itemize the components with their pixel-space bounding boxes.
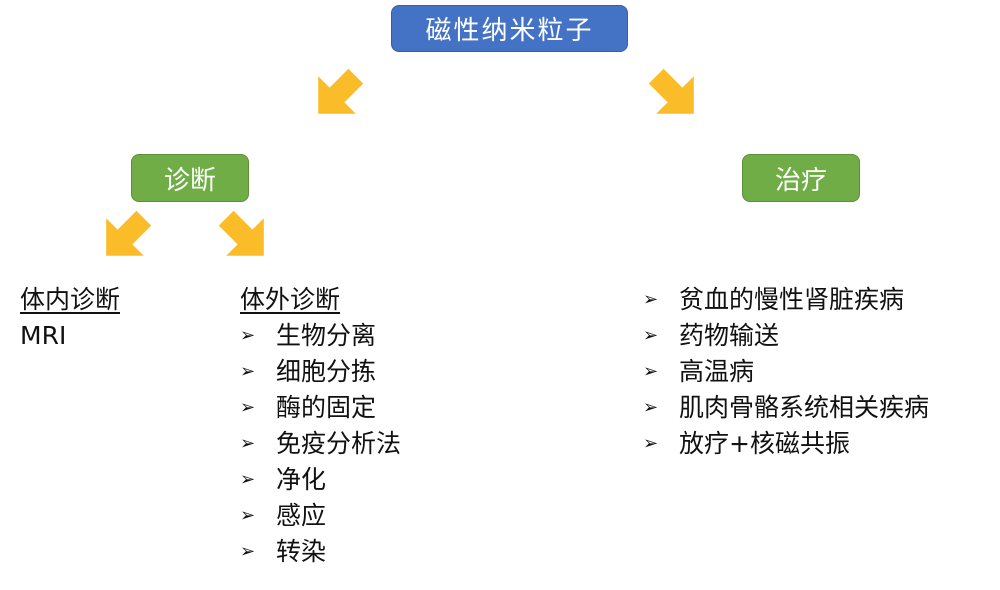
- arrow-bullet-icon: ➢: [240, 469, 256, 490]
- in-vivo-item: MRI: [20, 321, 67, 350]
- arrow-bullet-icon: ➢: [240, 361, 256, 382]
- list-item-label: 酶的固定: [276, 393, 377, 422]
- list-item: ➢ 转染: [240, 534, 401, 570]
- list-item: ➢ 净化: [240, 462, 401, 498]
- arrow-bullet-icon: ➢: [643, 325, 659, 346]
- list-item: ➢ 放疗+核磁共振: [643, 426, 929, 462]
- arrow-bullet-icon: ➢: [240, 325, 256, 346]
- list-item: ➢ 高温病: [643, 354, 929, 390]
- treatment-list: ➢ 贫血的慢性肾脏疾病 ➢ 药物输送 ➢ 高温病 ➢ 肌肉骨骼系统相关疾病 ➢ 放疗+核磁共振: [643, 282, 929, 462]
- list-item: ➢ 免疫分析法: [240, 426, 401, 462]
- arrow-bullet-icon: ➢: [643, 397, 659, 418]
- in-vitro-title: 体外诊断: [240, 285, 341, 314]
- treatment-node: 治疗: [742, 154, 860, 202]
- arrow-bullet-icon: ➢: [643, 433, 659, 454]
- in-vivo-section: 体内诊断 MRI: [20, 282, 120, 354]
- arrow-bullet-icon: ➢: [240, 397, 256, 418]
- list-item-label: 免疫分析法: [276, 429, 402, 458]
- list-item-label: 贫血的慢性肾脏疾病: [679, 285, 905, 314]
- list-item-label: 肌肉骨骼系统相关疾病: [679, 393, 930, 422]
- arrow-bullet-icon: ➢: [643, 361, 659, 382]
- list-item: ➢ 细胞分拣: [240, 354, 401, 390]
- diagnosis-node: 诊断: [131, 154, 249, 202]
- list-item: ➢ 酶的固定: [240, 390, 401, 426]
- list-item-label: 生物分离: [276, 321, 377, 350]
- list-item-label: 药物输送: [679, 321, 780, 350]
- list-item-label: 高温病: [679, 357, 755, 386]
- list-item-label: 感应: [276, 501, 327, 530]
- list-item-label: 转染: [276, 537, 327, 566]
- list-item-label: 放疗+核磁共振: [679, 429, 850, 458]
- arrow-down-left-icon: [106, 210, 152, 256]
- arrow-bullet-icon: ➢: [240, 541, 256, 562]
- list-item: ➢ 贫血的慢性肾脏疾病: [643, 282, 929, 318]
- arrow-bullet-icon: ➢: [643, 289, 659, 310]
- arrow-bullet-icon: ➢: [240, 433, 256, 454]
- arrow-down-right-icon: [218, 210, 264, 256]
- arrow-down-right-icon: [648, 68, 694, 114]
- list-item: ➢ 肌肉骨骼系统相关疾病: [643, 390, 929, 426]
- arrow-bullet-icon: ➢: [240, 505, 256, 526]
- in-vitro-section: 体外诊断 ➢ 生物分离 ➢ 细胞分拣 ➢ 酶的固定 ➢ 免疫分析法 ➢ 净化 ➢ 感应 ➢ 转染: [240, 282, 401, 570]
- list-item-label: 净化: [276, 465, 327, 494]
- in-vivo-title: 体内诊断: [20, 285, 121, 314]
- list-item: ➢ 生物分离: [240, 318, 401, 354]
- list-item: ➢ 感应: [240, 498, 401, 534]
- root-node: 磁性纳米粒子: [391, 5, 628, 52]
- list-item: ➢ 药物输送: [643, 318, 929, 354]
- list-item-label: 细胞分拣: [276, 357, 377, 386]
- arrow-down-left-icon: [318, 68, 364, 114]
